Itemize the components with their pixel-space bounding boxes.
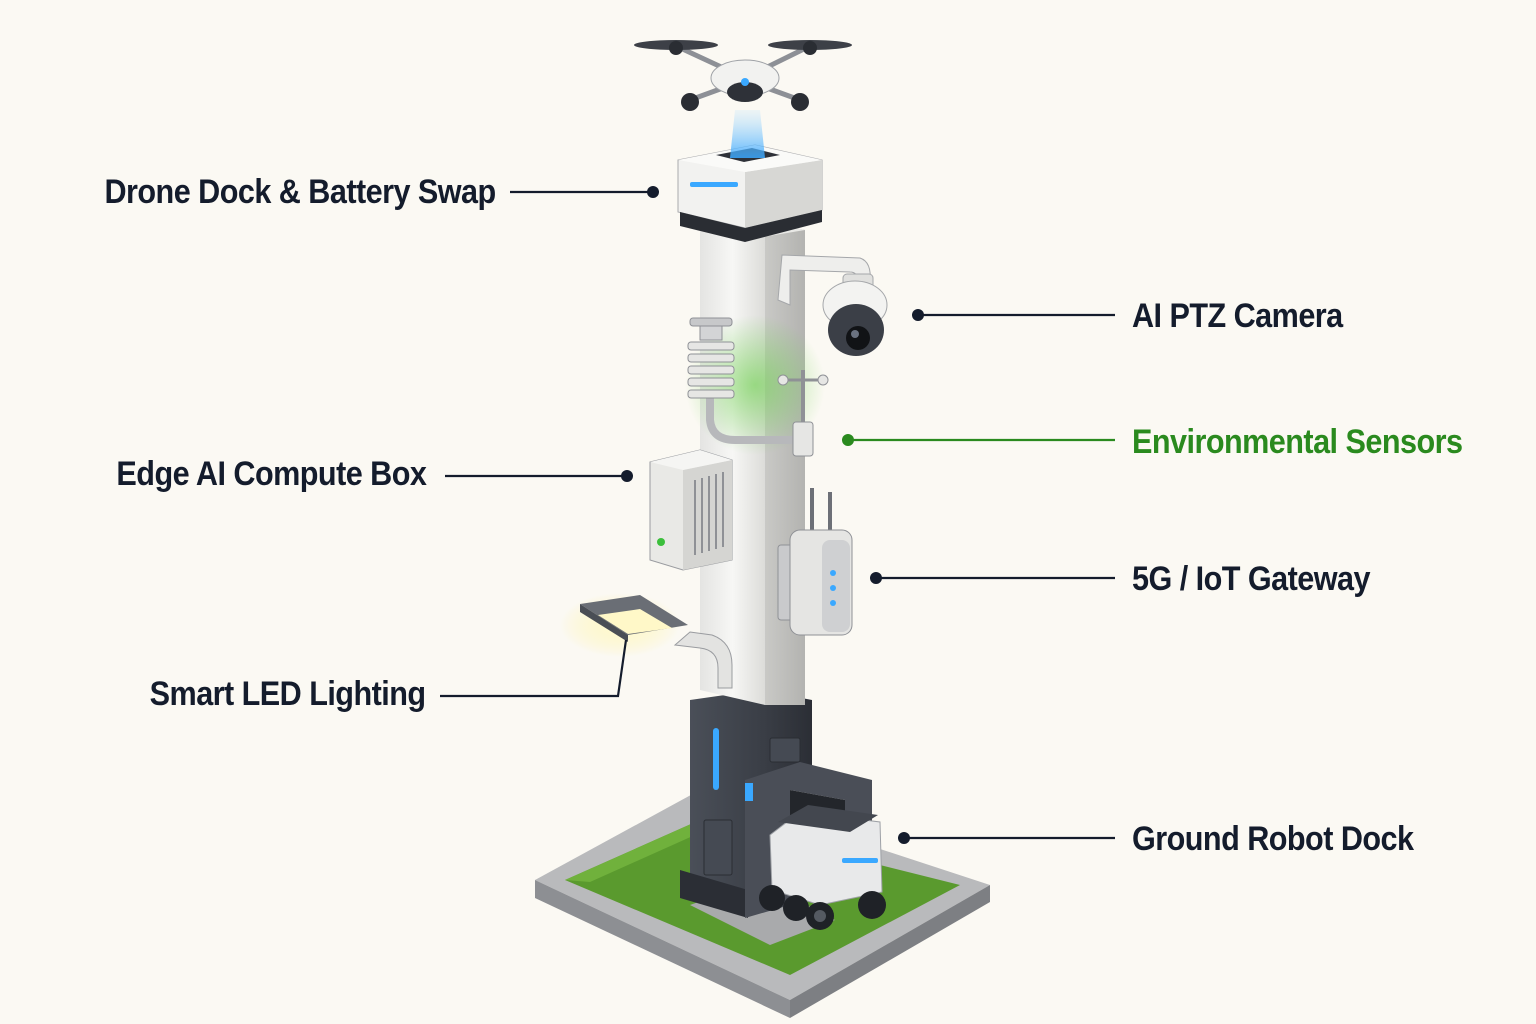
delivery-robot-icon	[759, 805, 886, 930]
pole-base-housing	[680, 690, 812, 918]
compute-box-icon	[649, 449, 733, 571]
drone-icon	[634, 40, 852, 111]
callout-5g-gateway: 5G / IoT Gateway	[1132, 560, 1370, 598]
callout-environmental-sensors: Environmental Sensors	[1132, 423, 1463, 461]
drone-dock	[677, 144, 823, 242]
callout-ptz-camera: AI PTZ Camera	[1132, 297, 1343, 335]
ptz-camera-icon	[777, 254, 888, 356]
street-lamp-icon	[560, 593, 733, 689]
charging-beam	[730, 110, 765, 158]
callout-ground-robot-dock: Ground Robot Dock	[1132, 820, 1414, 858]
callout-smart-led-lighting: Smart LED Lighting	[150, 675, 426, 713]
gateway-icon	[777, 488, 853, 636]
callout-edge-compute-box: Edge AI Compute Box	[116, 455, 426, 493]
callout-leaders	[440, 186, 1115, 844]
weather-station-icon	[685, 315, 829, 457]
callout-drone-dock: Drone Dock & Battery Swap	[104, 173, 497, 211]
